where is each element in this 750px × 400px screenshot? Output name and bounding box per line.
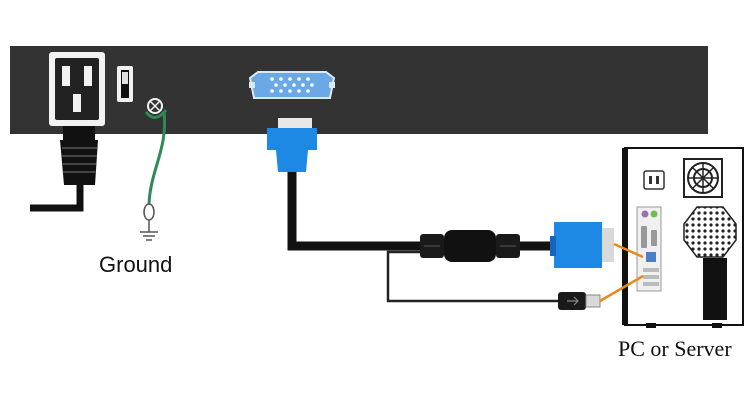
usb-cable — [386, 250, 560, 303]
power-cable — [30, 126, 98, 212]
ground-label: Ground — [99, 252, 173, 277]
vga-connector-icon — [550, 222, 614, 268]
vga-connector-icon — [267, 118, 317, 172]
fan-grille-icon — [683, 158, 723, 198]
device-rear-panel — [10, 46, 708, 134]
fan-grille-icon — [683, 206, 737, 258]
power-switch-icon — [117, 66, 133, 102]
ground-wire — [147, 111, 167, 206]
power-inlet-icon — [49, 52, 105, 126]
vga-port-icon — [248, 71, 336, 99]
pc-or-server-label: PC or Server — [618, 336, 732, 361]
cable-ferrite — [420, 230, 520, 262]
usb-plug-icon — [558, 292, 601, 310]
ground-symbol-icon — [140, 203, 158, 241]
connection-highlight — [599, 242, 644, 303]
vga-cable — [287, 172, 556, 251]
